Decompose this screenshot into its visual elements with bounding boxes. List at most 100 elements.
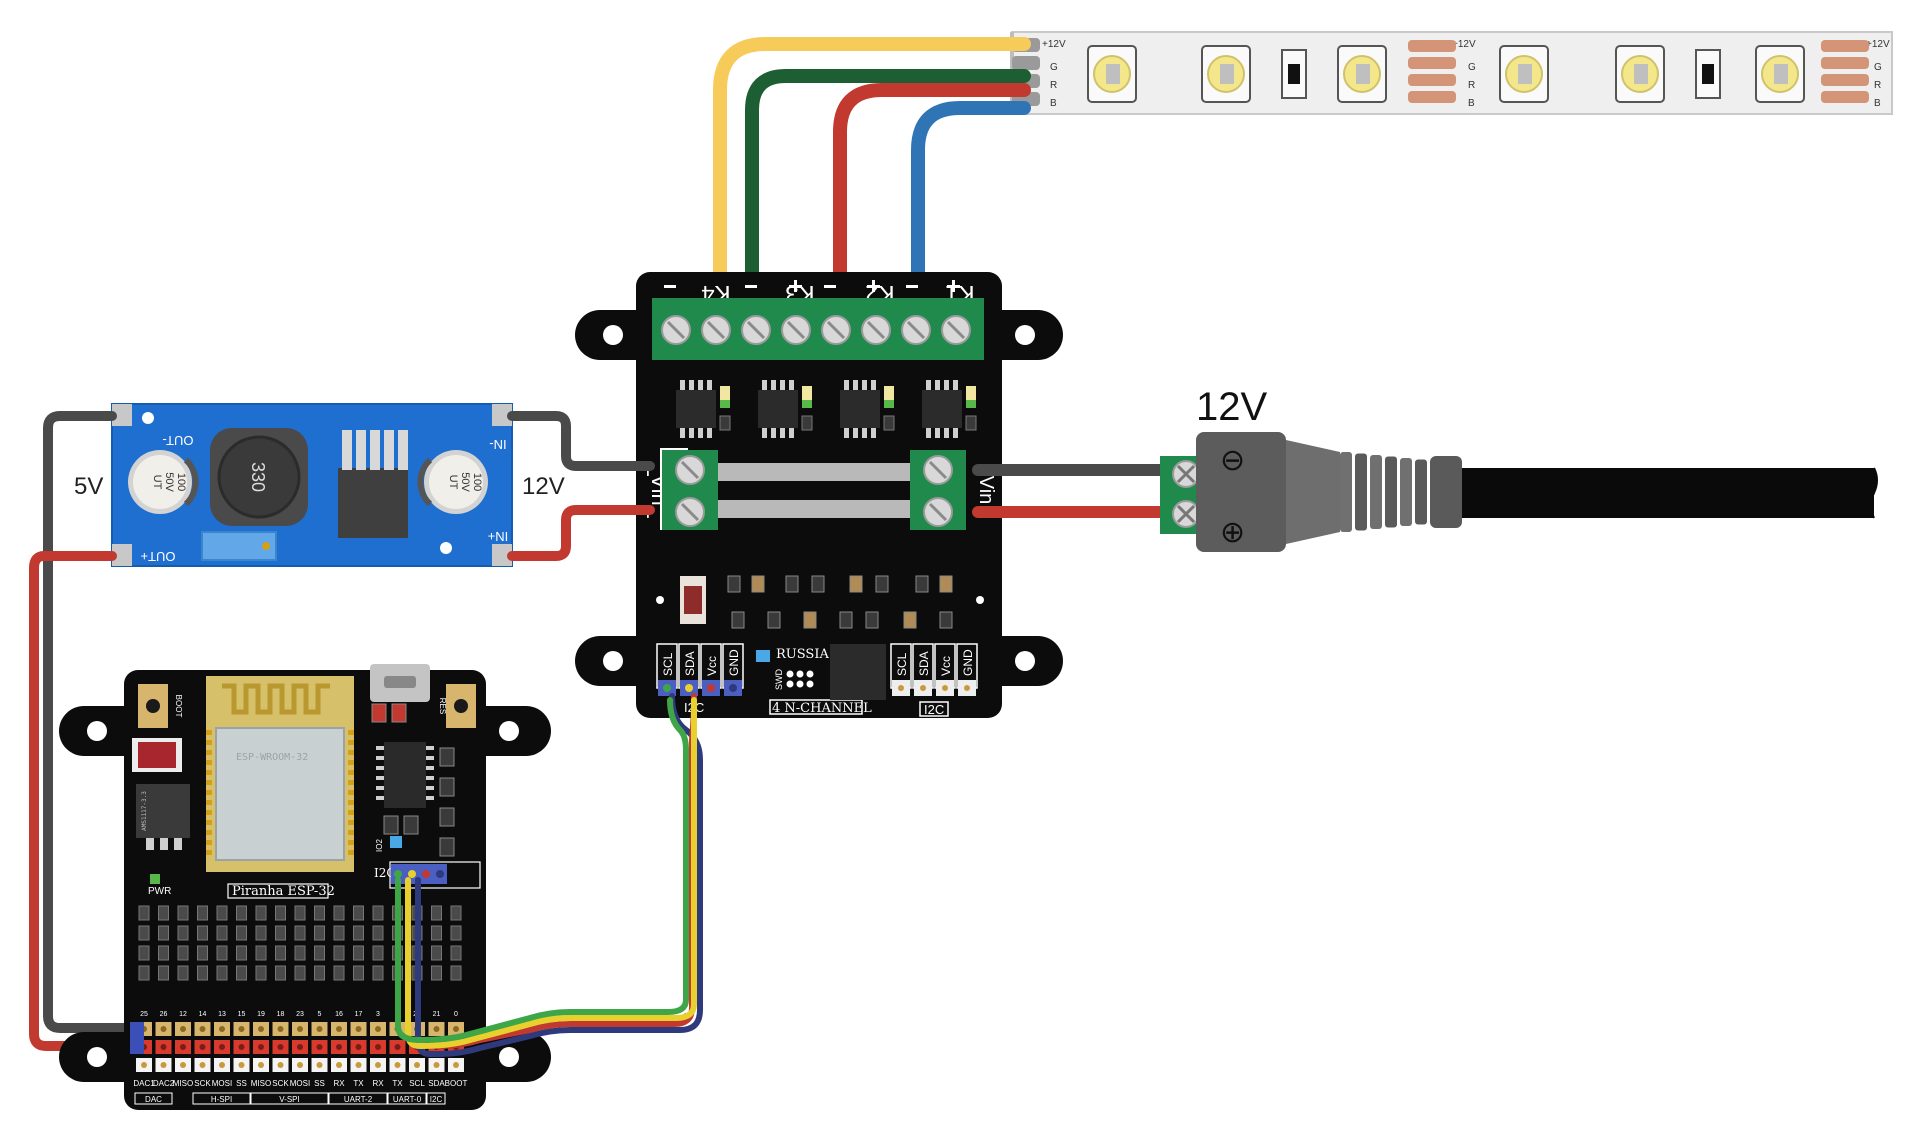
- voltage-regulator: [136, 784, 190, 838]
- gpio-group-label: DAC: [145, 1095, 162, 1104]
- swd-pad: [786, 680, 794, 688]
- gpio-number: 13: [218, 1011, 226, 1018]
- gpio-number: 0: [454, 1011, 458, 1018]
- bus-bar-minus: [718, 463, 910, 481]
- swd-label: SWD: [774, 669, 784, 690]
- cap-right-voltage: 50V: [459, 472, 471, 492]
- i2c-cable: [395, 693, 703, 1057]
- jack-plus-symbol: ⊕: [1220, 516, 1245, 549]
- swd-pad: [796, 670, 804, 678]
- gpio-number: 15: [238, 1011, 246, 1018]
- gpio-name: MISO: [173, 1079, 193, 1088]
- gpio-number: 26: [160, 1011, 168, 1018]
- usb-uart-chip: [384, 742, 426, 808]
- driver-pcb: [636, 272, 1002, 718]
- module-text: ESP-WROOM-32: [236, 752, 308, 763]
- cut-pad: [1408, 40, 1456, 52]
- wire-sda: [405, 697, 697, 1049]
- gpio-name: SDA: [428, 1079, 445, 1088]
- mosfet-chip: [840, 390, 880, 428]
- cut-pad: [1821, 57, 1869, 69]
- gpio-name: SS: [314, 1079, 325, 1088]
- gpio-number: 12: [179, 1011, 187, 1018]
- mosfet-chip: [922, 390, 962, 428]
- jack-minus-symbol: ⊖: [1220, 444, 1245, 477]
- gpio-number: 16: [335, 1011, 343, 1018]
- wire-scl: [395, 697, 689, 1043]
- gpio-number: 23: [296, 1011, 304, 1018]
- wire-12v-ground-in: [507, 411, 655, 471]
- strip-pad-g-3: G: [1874, 62, 1882, 73]
- driver-i2c-pin-label-right: SCL: [895, 652, 909, 676]
- driver-i2c-pin-label: SCL: [661, 652, 675, 676]
- mount-hole: [499, 721, 519, 741]
- capacitor-left: 100 50V UT: [128, 450, 199, 514]
- power-led: [150, 874, 160, 884]
- wire-5v-positive: [29, 551, 131, 1051]
- cap-left-value: 100: [175, 473, 187, 491]
- wire-green: [745, 69, 1031, 297]
- driver-i2c-pin-label-right: GND: [961, 649, 975, 676]
- buck-converter: OUT- OUT+ IN- IN+ 100 50V UT 100 50V UT: [111, 403, 513, 567]
- mount-hole: [87, 721, 107, 741]
- driver-i2c-pin-label: SDA: [683, 651, 697, 676]
- swd-pad: [786, 670, 794, 678]
- mosfet-chip: [758, 390, 798, 428]
- driver-i2c-pin-label: Vcc: [705, 656, 719, 676]
- cut-pad: [1408, 91, 1456, 103]
- reset-button-label: RES: [438, 698, 447, 714]
- board-name: Piranha ESP-32: [232, 884, 335, 899]
- supply-voltage-label: 12V: [1196, 385, 1267, 429]
- channel-polarity-marks: [664, 280, 960, 292]
- gpio-group-label: UART-2: [344, 1095, 373, 1104]
- barrel-jack-body: [1196, 432, 1286, 552]
- wire-red: [833, 83, 1031, 297]
- gpio-name: TX: [353, 1079, 364, 1088]
- gpio-name: SCK: [194, 1079, 211, 1088]
- mount-hole: [1015, 325, 1035, 345]
- swd-pad: [806, 670, 814, 678]
- strip-pad-12v-2: +12V: [1452, 39, 1476, 50]
- cap-right-brand: UT: [447, 475, 459, 490]
- gpio-name: DAC1: [133, 1079, 155, 1088]
- gpio-name: SCK: [272, 1079, 289, 1088]
- cap-right-value: 100: [471, 473, 483, 491]
- strip-wires: [713, 37, 1031, 297]
- driver-i2c-pin-label-right: SDA: [917, 651, 931, 676]
- gpio-name: MISO: [251, 1079, 271, 1088]
- strip-pad-g-2: G: [1468, 62, 1476, 73]
- power-cable: [1462, 468, 1874, 518]
- status-led: [756, 650, 770, 662]
- strip-pad-12v-3: +12V: [1866, 39, 1890, 50]
- gpio-name: RX: [333, 1079, 345, 1088]
- bus-bar-plus: [718, 500, 910, 518]
- gpio-name: SS: [236, 1079, 247, 1088]
- driver-i2c-pin-label: GND: [727, 649, 741, 676]
- cut-pad: [1821, 40, 1869, 52]
- mount-hole: [1015, 651, 1035, 671]
- mount-hole: [603, 325, 623, 345]
- driver-i2c-label-right: I2C: [924, 702, 944, 717]
- wire-gnd: [415, 693, 703, 1057]
- converter-out-voltage: 5V: [74, 473, 103, 500]
- gpio-number: 19: [257, 1011, 265, 1018]
- country-label: RUSSIA: [776, 647, 829, 662]
- strip-pad-r: R: [1050, 80, 1057, 91]
- gpio-number: 14: [199, 1011, 207, 1018]
- strip-pad-g: G: [1050, 62, 1058, 73]
- gpio-name: DAC2: [153, 1079, 175, 1088]
- swd-pad: [796, 680, 804, 688]
- swd-pad: [806, 680, 814, 688]
- driver-board: K4 K3 K2 K1 Vin − + Vin: [575, 272, 1063, 718]
- vin-label-right: Vin: [975, 476, 997, 505]
- strip-pad-b-3: B: [1874, 98, 1881, 109]
- pin-in-minus: IN-: [489, 437, 506, 452]
- gpio-name: SCL: [409, 1079, 425, 1088]
- pwr-label: PWR: [148, 886, 171, 897]
- regulator-ic: [338, 468, 408, 538]
- gpio-name: MOSI: [290, 1079, 310, 1088]
- gpio-name: BOOT: [445, 1079, 468, 1088]
- strip-pad-b: B: [1050, 98, 1057, 109]
- wire-12v-yellow: [713, 37, 1031, 297]
